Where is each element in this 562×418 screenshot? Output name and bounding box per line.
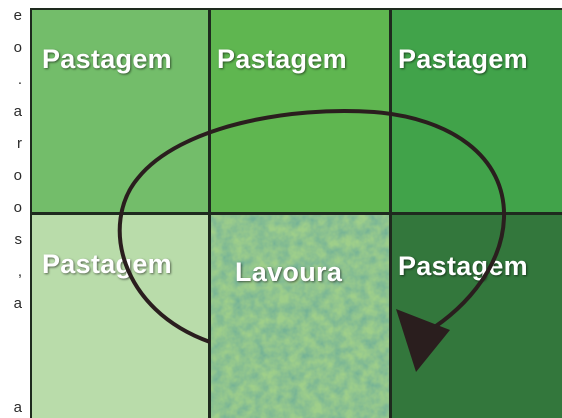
rotation-cycle-arrow (30, 8, 562, 418)
side-text-line: , (18, 262, 22, 282)
side-text-line: s (15, 230, 23, 250)
side-text-line: o (14, 198, 22, 218)
side-text-line: a (14, 398, 22, 418)
cropped-side-text: e o . a r o o s , a a (0, 0, 24, 418)
cycle-arrowhead (396, 309, 450, 372)
side-text-line: o (14, 38, 22, 58)
side-text-line: e (14, 6, 22, 26)
side-text-line: . (18, 70, 22, 90)
side-text-line: a (14, 294, 22, 314)
crop-rotation-grid: Pastagem Pastagem Pastagem Pastagem Lavo… (30, 8, 562, 418)
side-text-line: r (17, 134, 22, 154)
side-text-line: a (14, 102, 22, 122)
cycle-ellipse-path (120, 111, 504, 342)
side-text-line: o (14, 166, 22, 186)
